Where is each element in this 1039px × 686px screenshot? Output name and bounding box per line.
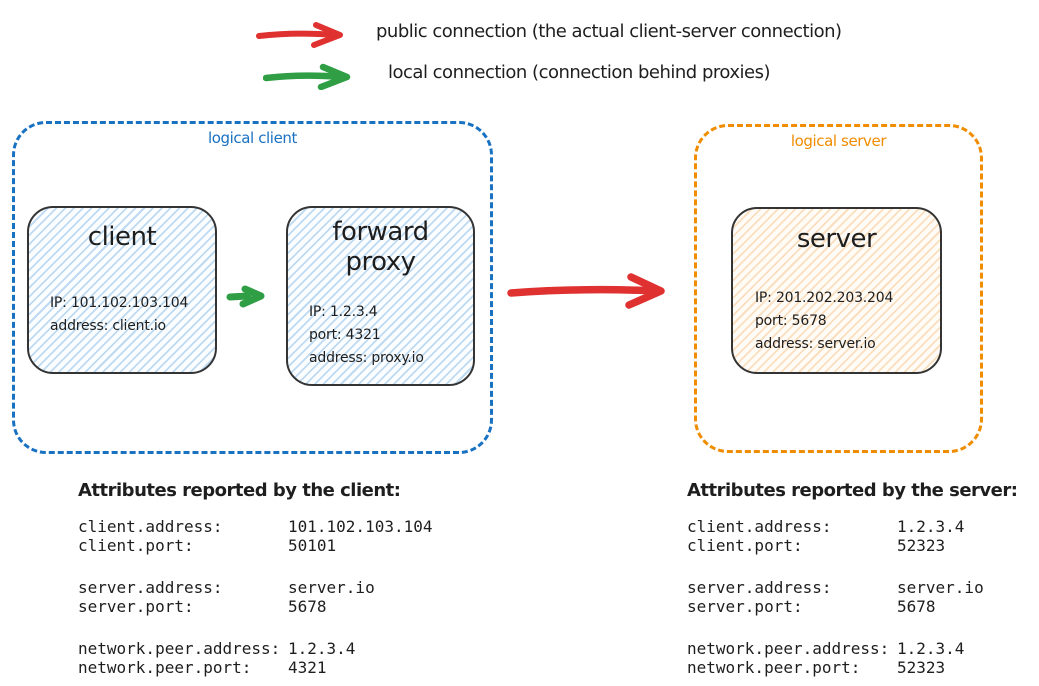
logical-client-group: logical client bbox=[12, 121, 493, 454]
client-attributes-section: Attributes reported by the client: clien… bbox=[78, 480, 433, 686]
server-node: server IP: 201.202.203.204 port: 5678 ad… bbox=[731, 207, 942, 374]
attribute-value: 4321 bbox=[288, 658, 327, 677]
attribute-key: network.peer.port: bbox=[78, 658, 252, 677]
attribute-value: 5678 bbox=[897, 597, 936, 616]
attribute-value: 1.2.3.4 bbox=[897, 639, 965, 658]
node-detail-line: IP: 201.202.203.204 bbox=[755, 290, 894, 306]
attribute-row: network.peer.address: 1.2.3.4 bbox=[687, 639, 1017, 658]
client-node-title: client bbox=[87, 222, 157, 252]
logical-server-group: logical server bbox=[694, 124, 983, 453]
attribute-key: server.address: bbox=[78, 578, 223, 597]
public-connection-arrow-icon bbox=[256, 21, 354, 48]
attribute-key: server.port: bbox=[687, 597, 803, 616]
legend-label-public: public connection (the actual client-ser… bbox=[376, 21, 842, 42]
node-detail-line: IP: 1.2.3.4 bbox=[309, 304, 378, 320]
attribute-row: server.port: 5678 bbox=[687, 597, 1017, 616]
attribute-key: network.peer.address: bbox=[687, 639, 890, 658]
forward-proxy-node: forward proxy IP: 1.2.3.4 port: 4321 add… bbox=[286, 206, 475, 386]
attribute-group: server.address: server.io server.port: 5… bbox=[687, 578, 1017, 616]
attribute-value: 5678 bbox=[288, 597, 327, 616]
attribute-row: network.peer.port: 4321 bbox=[78, 658, 433, 677]
attribute-value: 1.2.3.4 bbox=[288, 639, 356, 658]
server-attributes-title: Attributes reported by the server: bbox=[687, 480, 1018, 501]
attribute-row: network.peer.port: 52323 bbox=[687, 658, 1017, 677]
client-to-server-arrow-icon bbox=[505, 272, 685, 310]
attribute-value: 101.102.103.104 bbox=[288, 517, 433, 536]
attribute-key: client.address: bbox=[78, 517, 223, 536]
attribute-value: 52323 bbox=[897, 536, 946, 555]
node-detail-line: address: client.io bbox=[50, 318, 166, 334]
attribute-group: network.peer.address: 1.2.3.4 network.pe… bbox=[78, 639, 433, 677]
local-connection-arrow-icon bbox=[263, 62, 361, 90]
attribute-key: server.address: bbox=[687, 578, 832, 597]
attribute-row: client.address: 1.2.3.4 bbox=[687, 517, 1017, 536]
attribute-key: client.port: bbox=[78, 536, 194, 555]
server-attributes-table: client.address: 1.2.3.4 client.port: 523… bbox=[687, 517, 1017, 677]
node-detail-line: port: 5678 bbox=[755, 313, 827, 329]
attribute-row: client.port: 52323 bbox=[687, 536, 1017, 555]
attribute-row: server.port: 5678 bbox=[78, 597, 433, 616]
attribute-group: client.address: 101.102.103.104 client.p… bbox=[78, 517, 433, 555]
forward-proxy-node-title: forward proxy bbox=[332, 217, 429, 277]
logical-server-label: logical server bbox=[790, 132, 887, 150]
attribute-row: client.port: 50101 bbox=[78, 536, 433, 555]
node-detail-line: port: 4321 bbox=[309, 327, 381, 343]
server-node-title: server bbox=[796, 224, 877, 254]
attribute-row: network.peer.address: 1.2.3.4 bbox=[78, 639, 433, 658]
attribute-value: 52323 bbox=[897, 658, 946, 677]
attribute-group: server.address: server.io server.port: 5… bbox=[78, 578, 433, 616]
server-attributes-section: Attributes reported by the server: clien… bbox=[687, 480, 1018, 686]
attribute-row: server.address: server.io bbox=[687, 578, 1017, 597]
attribute-key: network.peer.port: bbox=[687, 658, 861, 677]
attribute-group: network.peer.address: 1.2.3.4 network.pe… bbox=[687, 639, 1017, 677]
node-detail-line: address: proxy.io bbox=[309, 350, 424, 366]
attribute-row: client.address: 101.102.103.104 bbox=[78, 517, 433, 536]
attribute-group: client.address: 1.2.3.4 client.port: 523… bbox=[687, 517, 1017, 555]
legend-label-local: local connection (connection behind prox… bbox=[388, 62, 770, 83]
attribute-key: network.peer.address: bbox=[78, 639, 281, 658]
node-detail-line: address: server.io bbox=[755, 336, 876, 352]
attribute-key: client.address: bbox=[687, 517, 832, 536]
node-detail-line: IP: 101.102.103.104 bbox=[50, 295, 189, 311]
attribute-value: server.io bbox=[897, 578, 984, 597]
client-attributes-title: Attributes reported by the client: bbox=[78, 480, 401, 501]
attribute-value: server.io bbox=[288, 578, 375, 597]
attribute-row: server.address: server.io bbox=[78, 578, 433, 597]
server-node-details: IP: 201.202.203.204 port: 5678 address: … bbox=[755, 287, 932, 356]
forward-proxy-node-details: IP: 1.2.3.4 port: 4321 address: proxy.io bbox=[309, 301, 465, 370]
attribute-key: client.port: bbox=[687, 536, 803, 555]
attribute-key: server.port: bbox=[78, 597, 194, 616]
client-attributes-table: client.address: 101.102.103.104 client.p… bbox=[78, 517, 433, 677]
attribute-value: 1.2.3.4 bbox=[897, 517, 965, 536]
client-node-details: IP: 101.102.103.104 address: client.io bbox=[50, 292, 207, 338]
client-to-proxy-arrow-icon bbox=[226, 285, 268, 308]
logical-client-label: logical client bbox=[207, 129, 297, 147]
client-node: client IP: 101.102.103.104 address: clie… bbox=[27, 206, 217, 374]
attribute-value: 50101 bbox=[288, 536, 337, 555]
